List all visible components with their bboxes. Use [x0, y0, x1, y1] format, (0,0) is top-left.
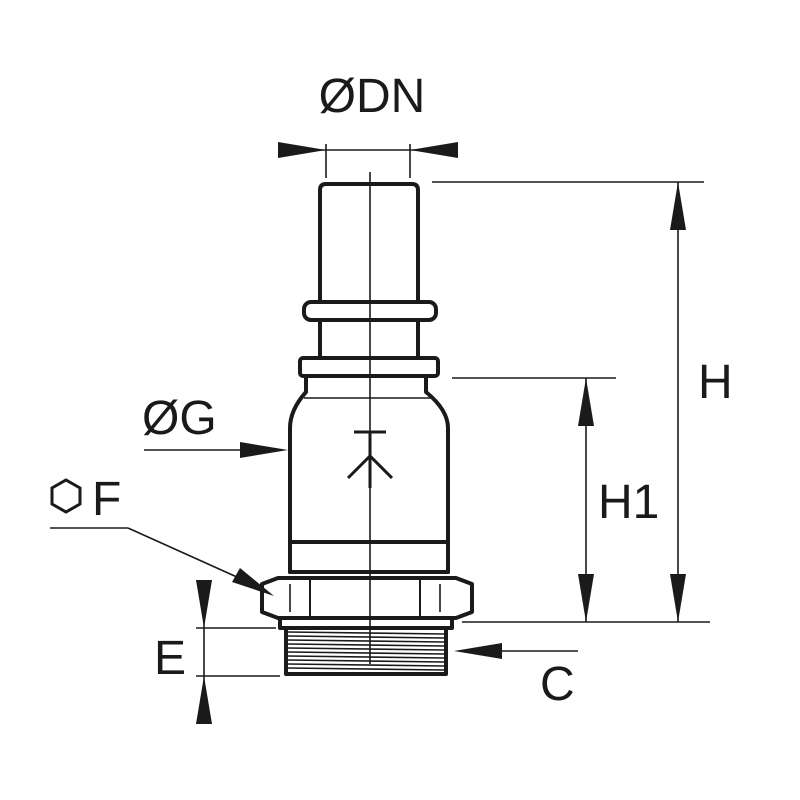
thread-line	[287, 647, 445, 651]
label-e: E	[154, 632, 186, 685]
thread-line	[287, 663, 445, 667]
dimension-g	[144, 442, 288, 458]
thread-line	[287, 659, 445, 663]
thread-line	[287, 643, 445, 647]
thread-line	[287, 631, 445, 635]
label-g: ØG	[142, 392, 217, 445]
dimension-e	[196, 580, 280, 724]
flow-symbol-icon	[346, 430, 394, 488]
dimension-h1	[452, 377, 616, 622]
thread-line	[287, 639, 445, 643]
hexagon-icon	[50, 478, 82, 514]
thread-line	[287, 635, 445, 639]
label-h: H	[698, 356, 733, 409]
hex-nut	[260, 576, 474, 620]
dimension-c	[454, 643, 578, 659]
thread-line	[287, 651, 445, 655]
collar	[298, 356, 440, 378]
dimension-dn	[278, 142, 458, 178]
label-h1: H1	[598, 476, 659, 529]
thread-line	[287, 655, 445, 659]
label-c: C	[540, 658, 575, 711]
tube-stem	[318, 182, 420, 304]
thread-section	[278, 616, 454, 676]
thread-line	[287, 667, 445, 671]
dimension-h	[432, 181, 710, 623]
neck	[318, 318, 420, 360]
label-dn: ØDN	[319, 70, 426, 123]
label-f: F	[92, 473, 121, 526]
fitting-body	[260, 172, 474, 676]
dimension-f	[50, 527, 274, 596]
